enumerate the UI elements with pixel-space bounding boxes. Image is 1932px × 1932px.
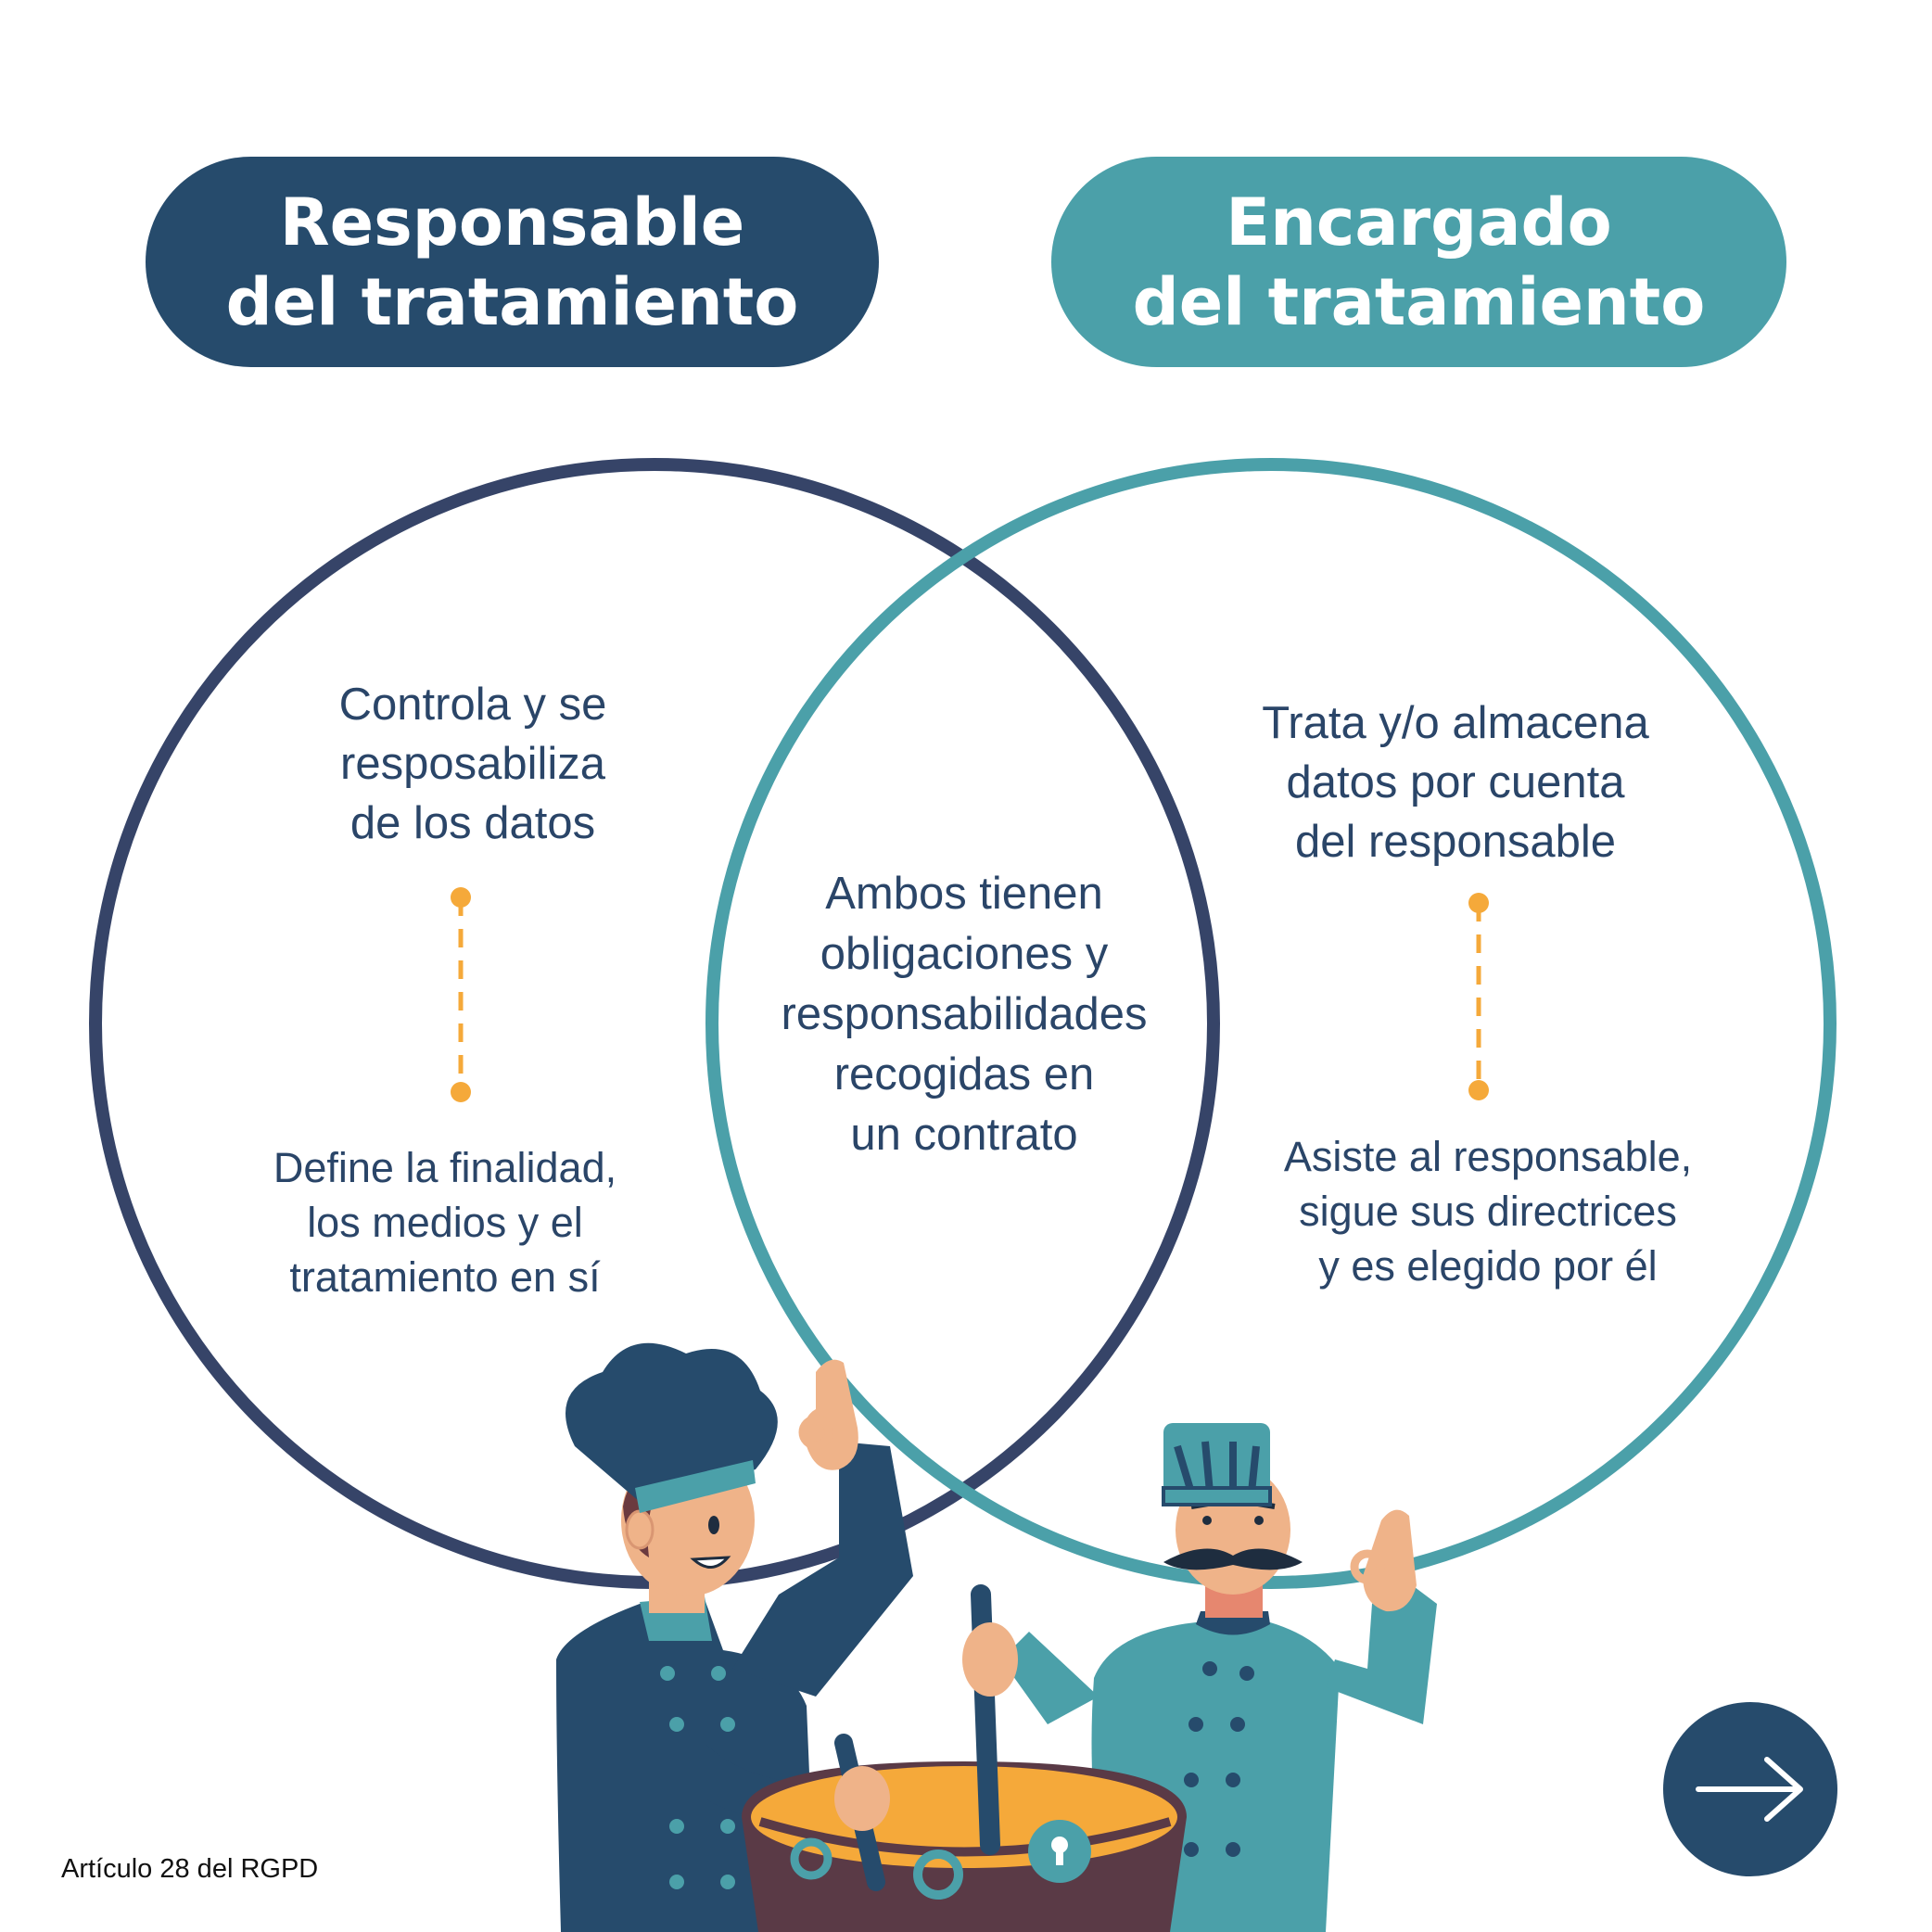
arrow-right-icon [1696,1757,1803,1822]
text-line: tratamiento en sí [289,1253,601,1301]
responsable-title-line-2: del tratamiento [225,263,799,340]
text-line: Asiste al responsable, [1283,1133,1693,1180]
text-line: Controla y se [338,680,607,730]
text-line: datos por cuenta [1286,757,1625,807]
encargado-description-top: Trata y/o almacena datos por cuenta del … [1177,693,1734,871]
text-line: y es elegido por él [1318,1242,1658,1290]
text-line: sigue sus directrices [1299,1188,1677,1235]
intersection-description: Ambos tienen obligaciones y responsabili… [714,864,1214,1165]
encargado-description-bottom: Asiste al responsable, sigue sus directr… [1196,1129,1780,1293]
responsable-title-pill: Responsable del tratamiento [146,157,879,367]
encargado-circle [705,458,1837,1589]
text-line: Define la finalidad, [273,1144,617,1191]
text-line: responsabilidades [781,989,1148,1039]
encargado-title-pill: Encargado del tratamiento [1051,157,1786,367]
right-connector-dashes [1468,893,1489,1100]
text-line: Trata y/o almacena [1262,698,1649,748]
text-line: recogidas en [833,1049,1095,1099]
encargado-title-line-1: Encargado [1226,184,1612,261]
next-button[interactable] [1663,1702,1837,1876]
text-line: Ambos tienen [825,869,1103,919]
text-line: resposabiliza [340,739,605,789]
responsable-title-line-1: Responsable [279,184,745,261]
chefs-cooking-pot-illustration [556,1342,1437,1932]
text-line: los medios y el [307,1199,583,1246]
text-line: obligaciones y [820,929,1109,979]
encargado-title-line-2: del tratamiento [1132,263,1706,340]
responsable-description-bottom: Define la finalidad, los medios y el tra… [204,1140,686,1304]
cooking-pot [742,1584,1187,1932]
chef-responsable [556,1342,913,1932]
text-line: del responsable [1295,817,1616,867]
text-line: de los datos [350,798,596,848]
left-connector-dashes [451,887,471,1102]
responsable-description-top: Controla y se resposabiliza de los datos [241,675,705,853]
source-citation: Artículo 28 del RGPD [61,1854,319,1884]
text-line: un contrato [850,1110,1078,1160]
